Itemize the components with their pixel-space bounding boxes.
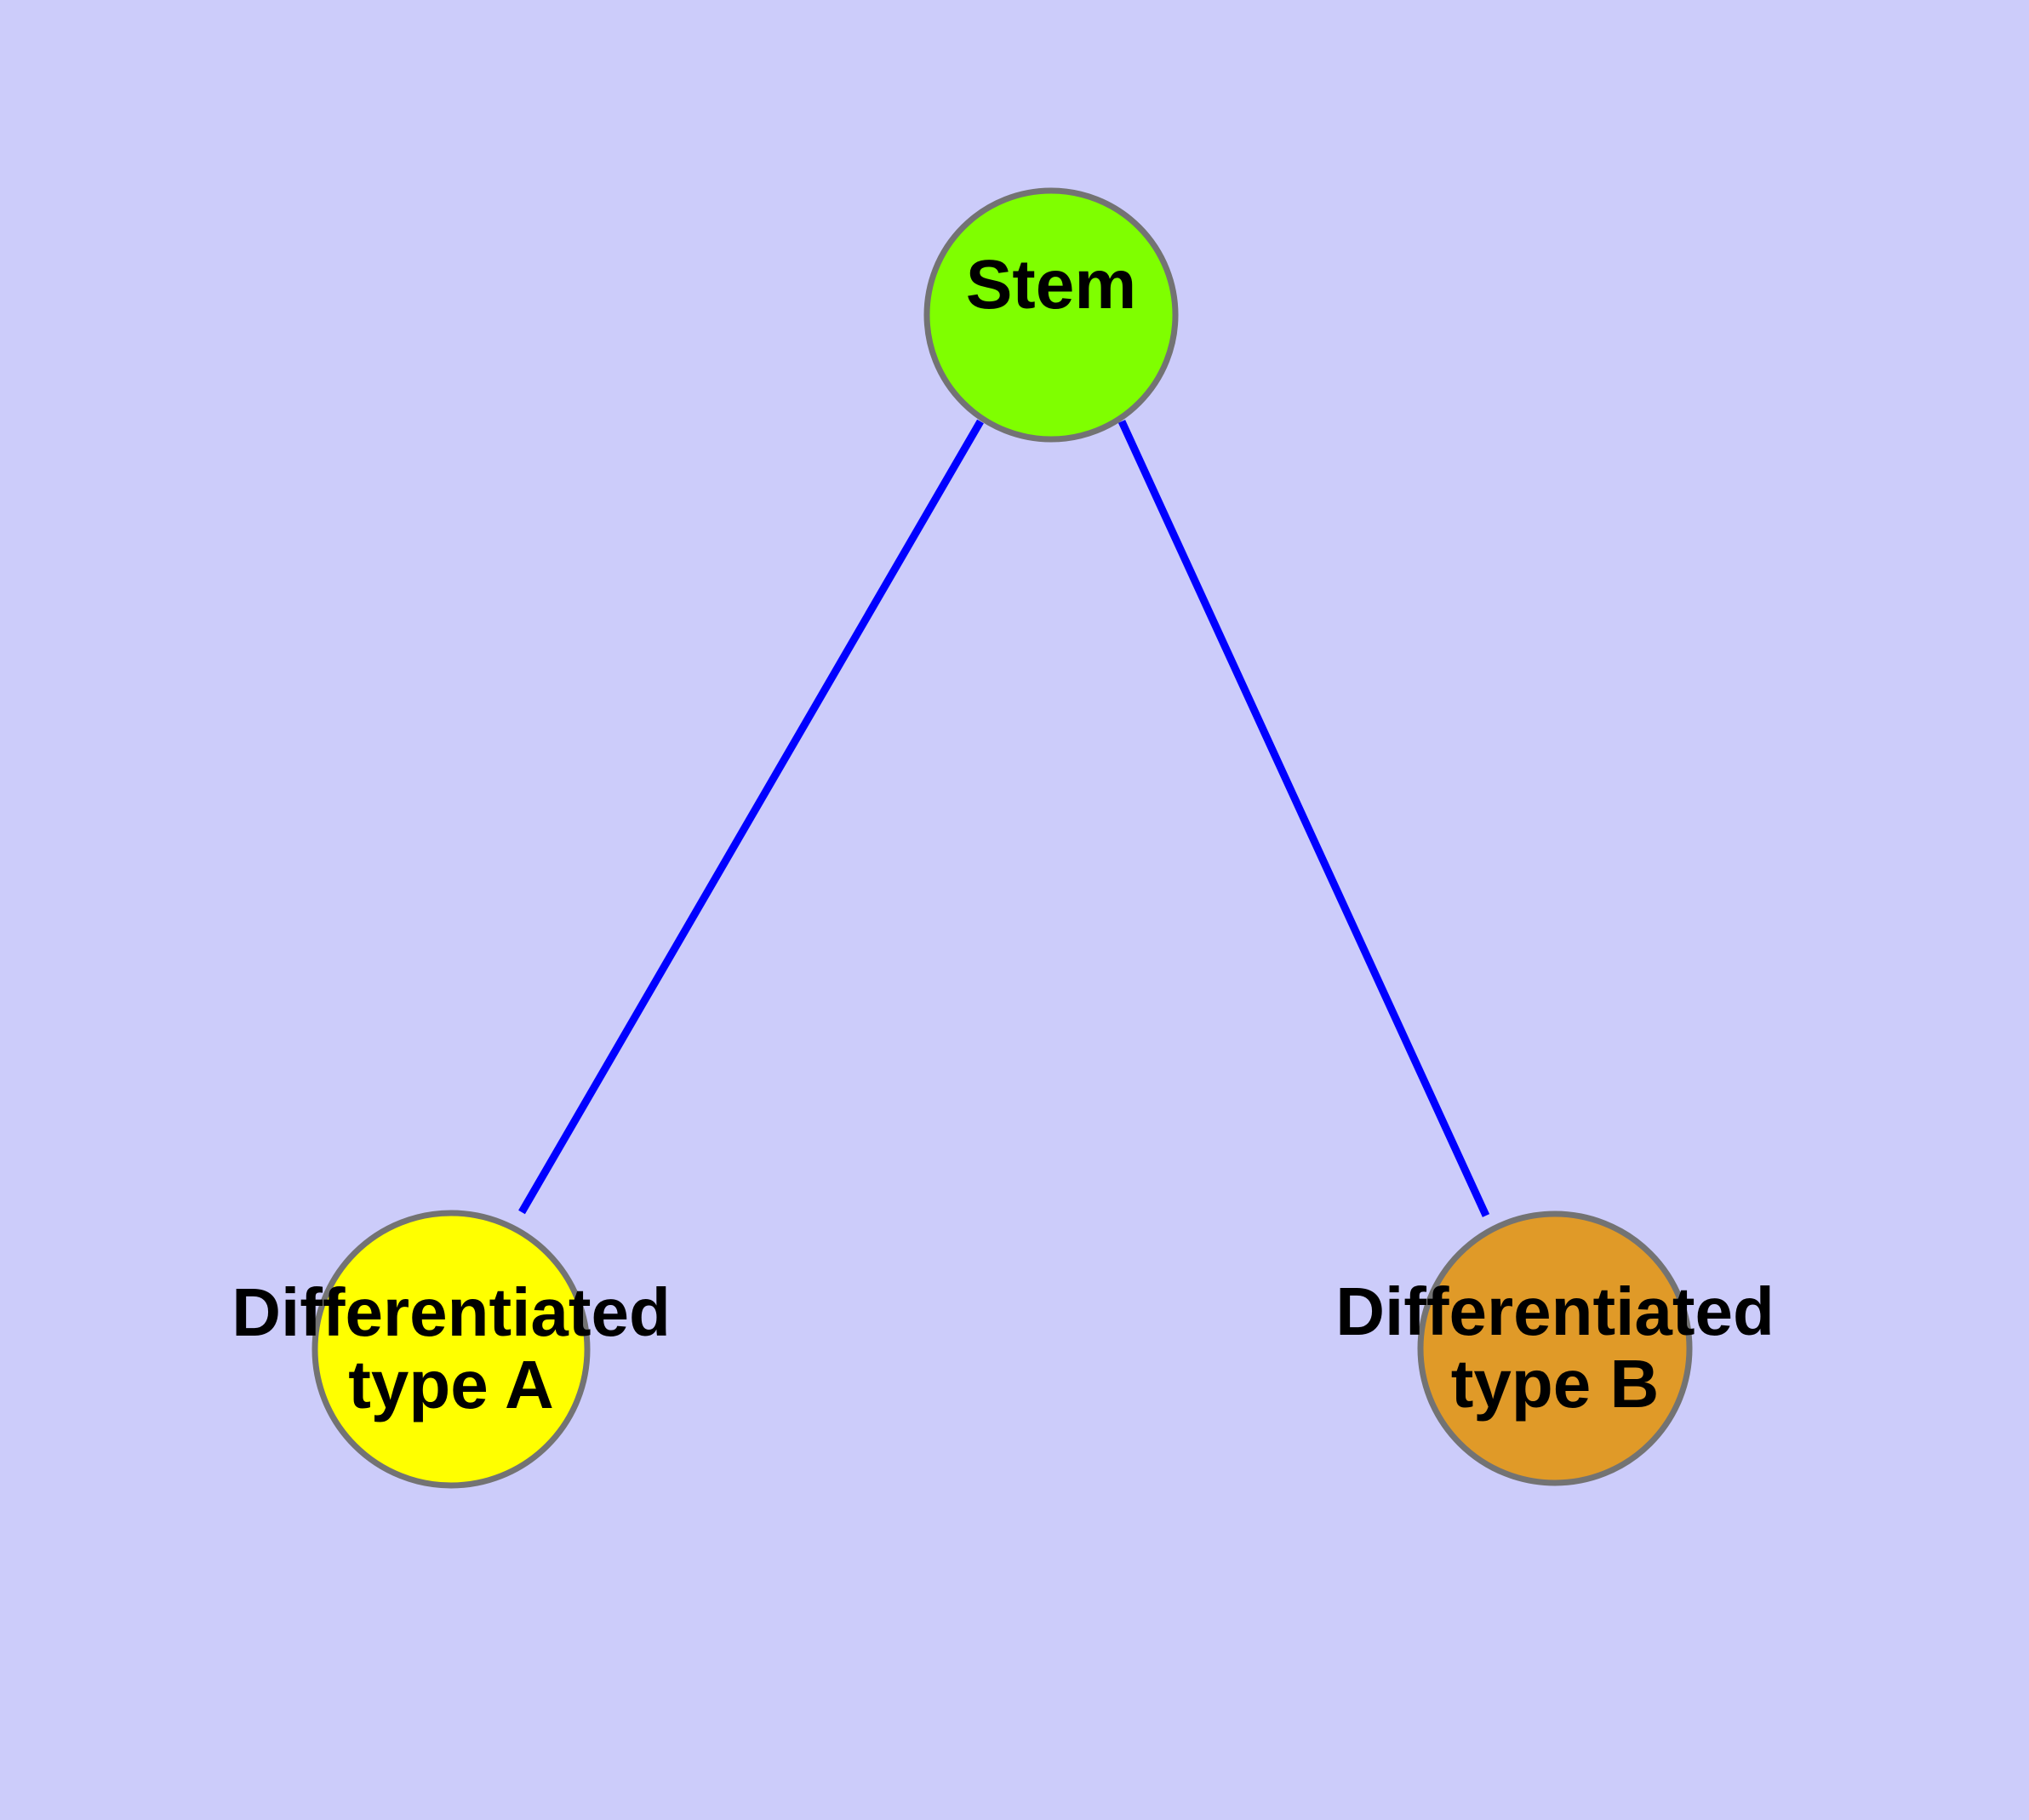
edge-stem-to-diff-a[interactable] [518, 419, 984, 1215]
node-stem-circle[interactable] [923, 187, 1179, 443]
edge-stem-to-diff-b[interactable] [1117, 420, 1490, 1217]
node-layer [311, 187, 1693, 1489]
node-diff-a-circle[interactable] [311, 1210, 591, 1489]
edge-layer [518, 419, 1490, 1217]
node-diff-b-circle[interactable] [1417, 1210, 1693, 1486]
